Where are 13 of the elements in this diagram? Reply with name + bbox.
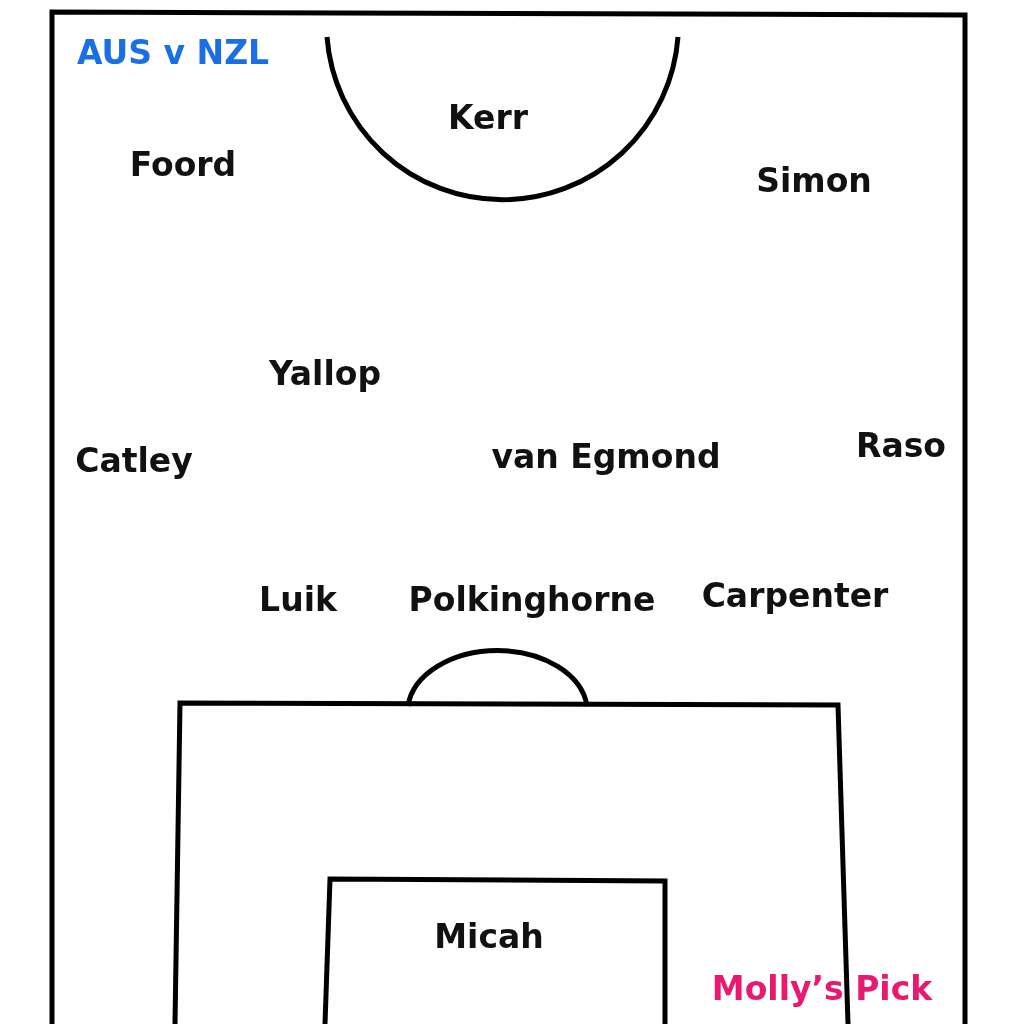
player-name: Catley: [75, 442, 193, 480]
player-name: van Egmond: [491, 438, 721, 476]
caption: Molly’s Pick: [711, 970, 933, 1008]
player-name: Micah: [434, 918, 544, 956]
player-name: Luik: [259, 581, 337, 619]
player-name: Yallop: [268, 355, 382, 393]
player-name: Polkinghorne: [408, 581, 656, 619]
player-name: Raso: [856, 427, 946, 465]
player-name: Simon: [756, 162, 872, 200]
player-name: Carpenter: [701, 577, 889, 615]
player-name: Foord: [129, 146, 237, 184]
player-name: Kerr: [448, 99, 528, 137]
title: AUS v NZL: [77, 34, 270, 72]
